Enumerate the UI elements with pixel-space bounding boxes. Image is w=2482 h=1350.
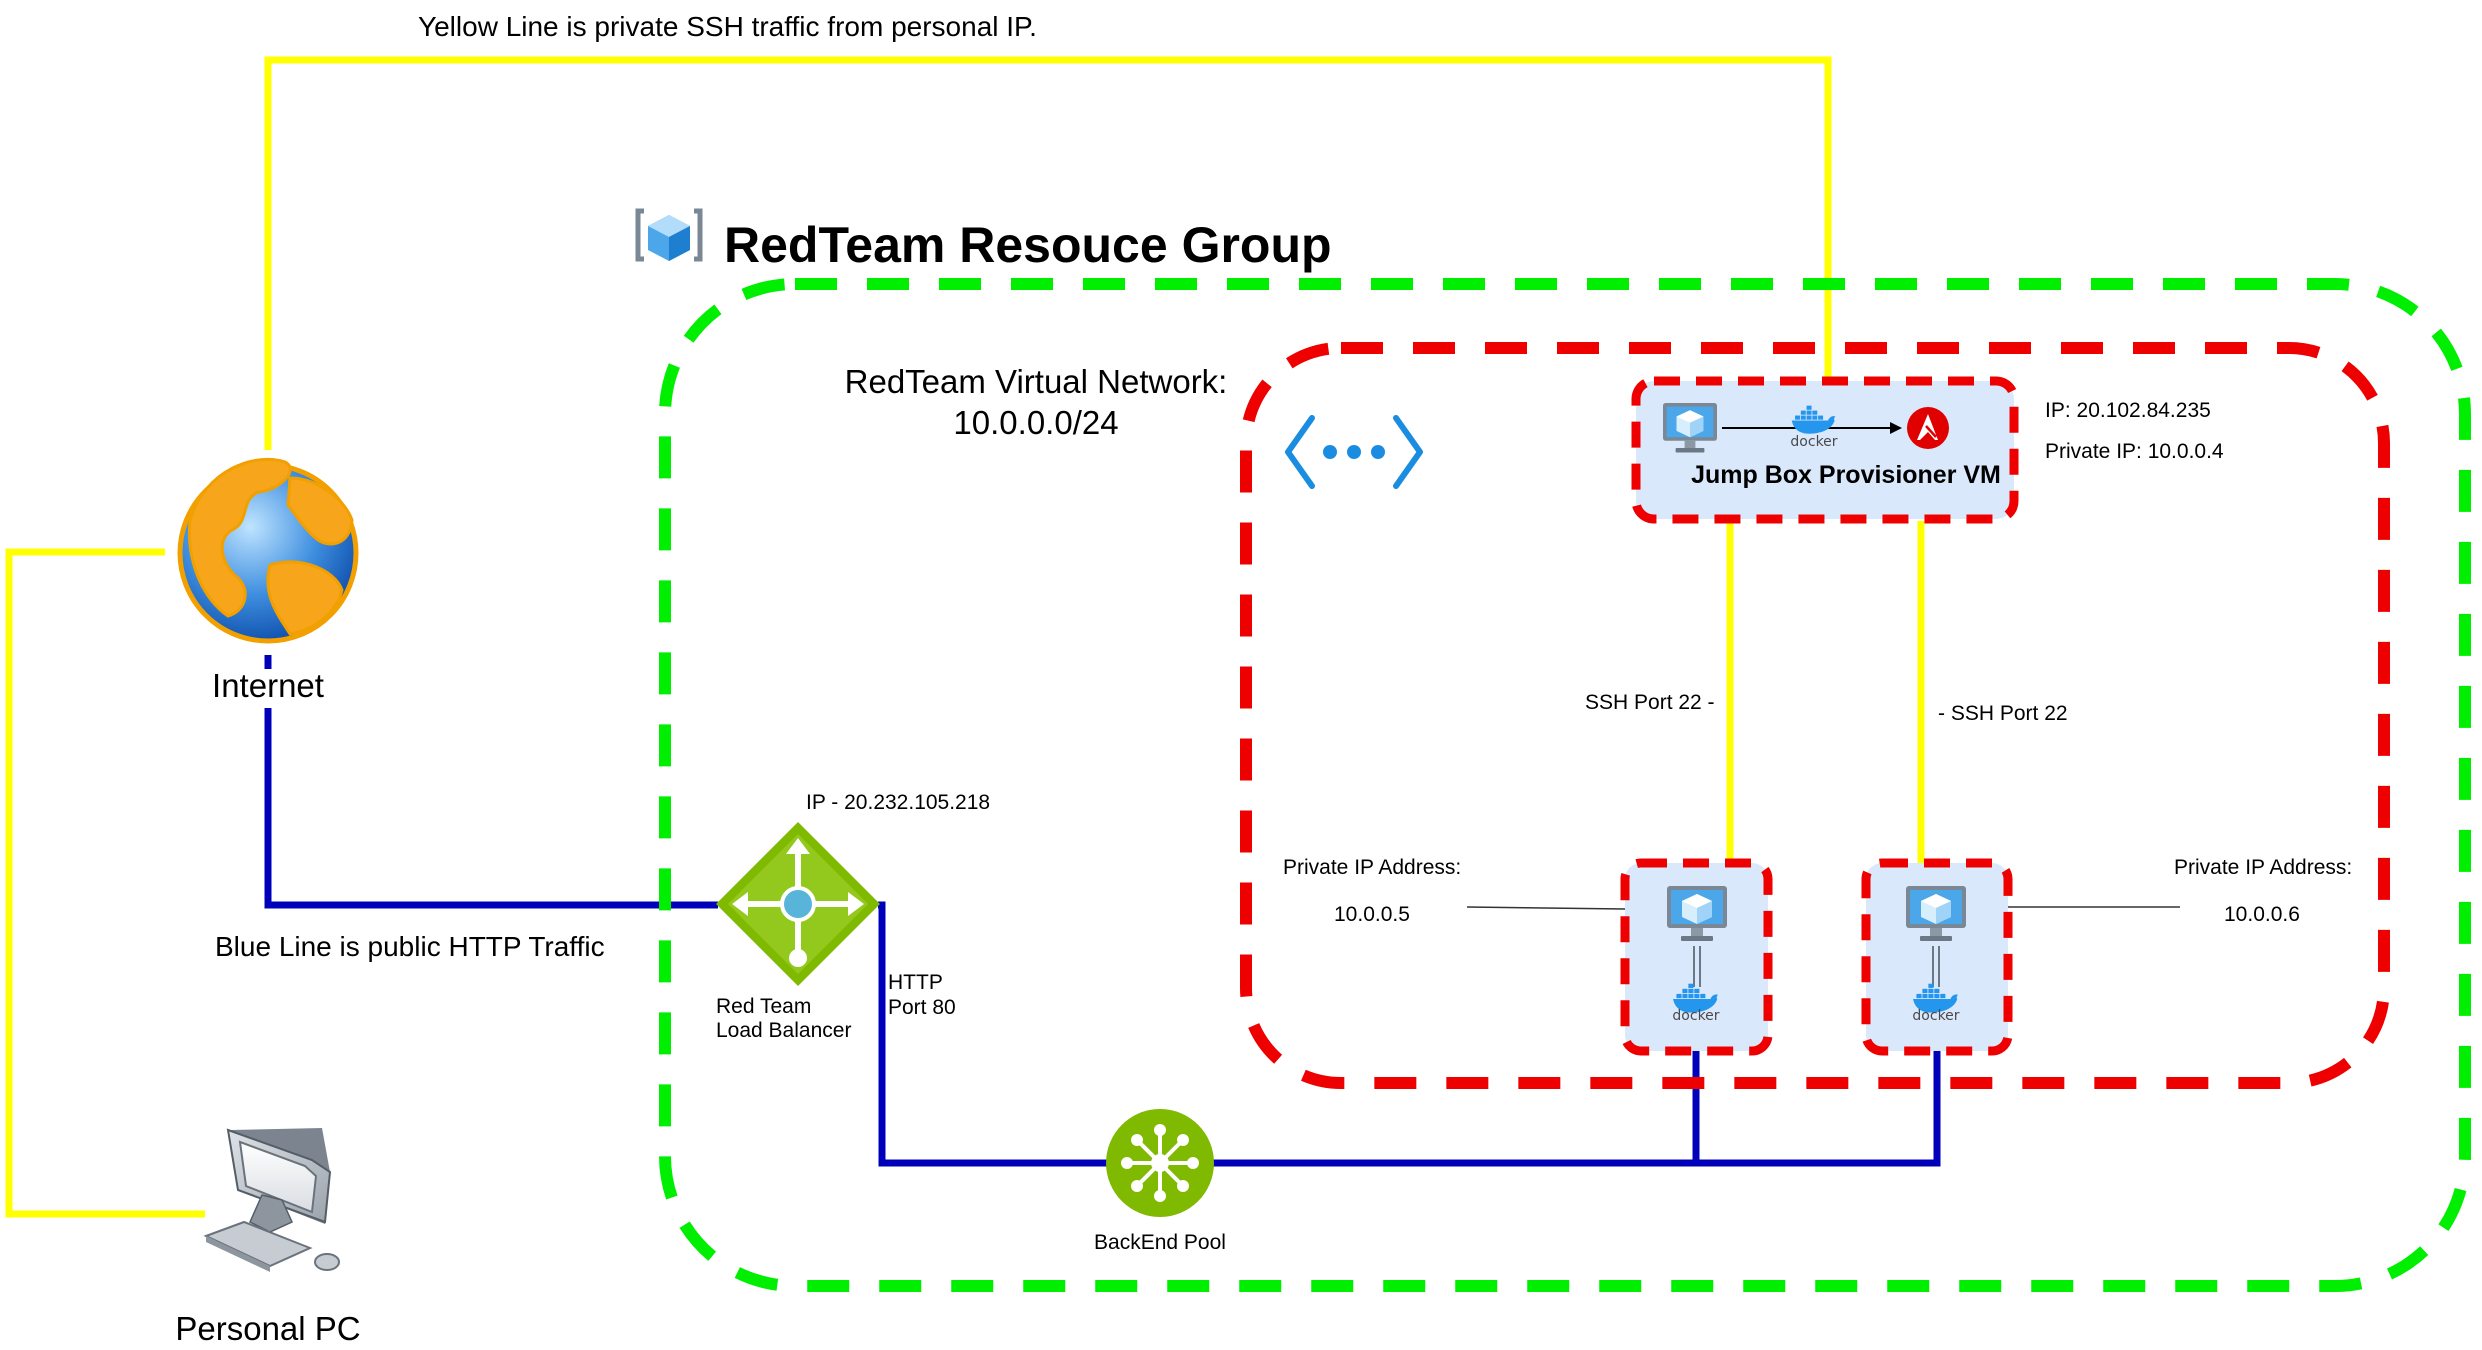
resource-group-icon <box>635 208 703 262</box>
vnet-icon <box>1285 415 1423 489</box>
jump-box-ip: IP: 20.102.84.235 <box>2045 399 2211 422</box>
http-line-lb-to-backend <box>878 901 1108 1167</box>
web-vm-1-container <box>1620 858 1773 1056</box>
web2-ip: 10.0.0.6 <box>2224 903 2300 926</box>
vnet-title-line2: 10.0.0.0/24 <box>953 404 1118 441</box>
http-line-internet-to-lb <box>264 708 718 909</box>
resource-group-boundary <box>659 278 2471 1292</box>
connector-web1-ip <box>1466 906 1626 910</box>
backend-pool-icon[interactable] <box>1106 1109 1214 1217</box>
vnet-title-line1: RedTeam Virtual Network: <box>845 363 1228 400</box>
ssh-line-internet-to-jumpbox <box>264 56 1832 450</box>
internet-globe-icon[interactable] <box>177 457 359 644</box>
ssh-line-pc-to-internet <box>5 548 205 1218</box>
web-vm-1-docker-text: docker <box>1672 1008 1719 1024</box>
web1-private-label: Private IP Address: <box>1283 856 1461 879</box>
http-line-backend-to-webs <box>1212 1051 1941 1167</box>
web1-ip: 10.0.0.5 <box>1334 903 1410 926</box>
backend-pool-label: BackEnd Pool <box>1094 1231 1226 1254</box>
web-vm-1[interactable]: docker <box>1620 858 1773 1056</box>
web-vm-2[interactable]: docker <box>1861 858 2013 1056</box>
legend-blue-text: Blue Line is public HTTP Traffic <box>215 931 605 962</box>
load-balancer-ip: IP - 20.232.105.218 <box>806 791 990 814</box>
ansible-icon <box>1907 407 1949 449</box>
web-vm-2-docker-text: docker <box>1912 1008 1959 1024</box>
personal-pc-label: Personal PC <box>175 1310 360 1347</box>
http-port-line1: HTTP <box>888 971 943 994</box>
ssh-left-label: SSH Port 22 - <box>1585 691 1715 714</box>
jump-box-private-ip: Private IP: 10.0.0.4 <box>2045 440 2224 463</box>
internet-label: Internet <box>212 667 324 704</box>
web2-private-label: Private IP Address: <box>2174 856 2352 879</box>
vnet-boundary <box>1240 342 2390 1089</box>
load-balancer-label-line1: Red Team <box>716 995 811 1018</box>
jump-box-arrow-head <box>1890 422 1902 434</box>
load-balancer-icon[interactable] <box>716 822 880 986</box>
jump-box-vm[interactable]: docker Jump Box Provisioner VM <box>1631 376 2019 524</box>
web-vm-2-container <box>1861 858 2013 1056</box>
load-balancer-label-line2: Load Balancer <box>716 1019 851 1042</box>
http-port-line2: Port 80 <box>888 996 956 1019</box>
jump-box-label: Jump Box Provisioner VM <box>1691 461 2001 489</box>
resource-group-title: RedTeam Resouce Group <box>724 217 1332 273</box>
legend-yellow-text: Yellow Line is private SSH traffic from … <box>418 11 1037 42</box>
ssh-right-label: - SSH Port 22 <box>1938 702 2068 725</box>
jump-box-docker-text: docker <box>1790 434 1837 450</box>
personal-pc-icon[interactable] <box>203 1128 340 1272</box>
